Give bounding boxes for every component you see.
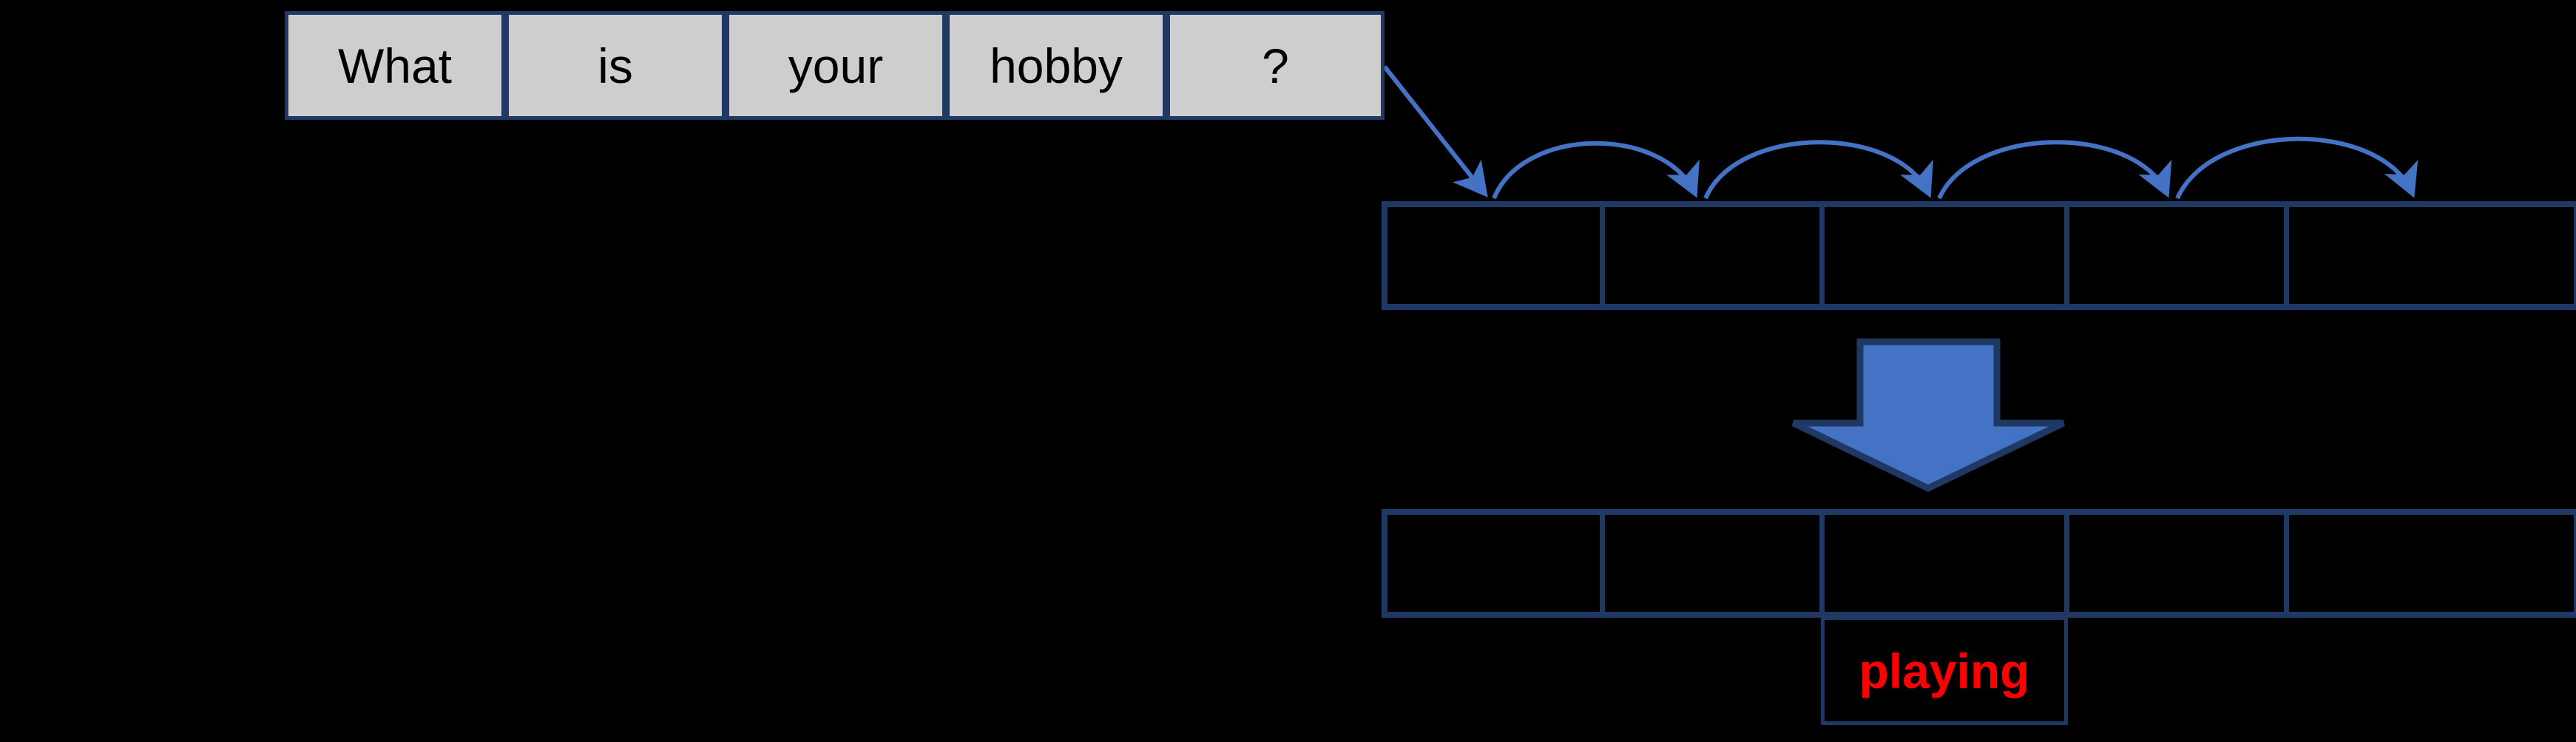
input-cell-1[interactable]: is	[505, 11, 726, 120]
down-arrow	[1792, 338, 2065, 492]
encoder-cell-0[interactable]	[1382, 201, 1603, 310]
output-token-label: playing	[1859, 643, 2030, 698]
decoder-cell-0[interactable]	[1382, 509, 1603, 618]
encoder-cell-2[interactable]	[1821, 201, 2068, 310]
input-cell-0[interactable]: What	[285, 11, 505, 120]
decoder-cell-2[interactable]	[1821, 509, 2068, 618]
decoder-cell-1[interactable]	[1601, 509, 1823, 618]
decoder-cell-3[interactable]	[2066, 509, 2288, 618]
input-cell-2[interactable]: your	[726, 11, 946, 120]
encoder-cell-3[interactable]	[2066, 201, 2288, 310]
input-token-2: your	[788, 38, 884, 93]
input-cell-4[interactable]: ?	[1166, 11, 1385, 120]
input-token-1: is	[598, 38, 633, 93]
encoder-cell-4[interactable]	[2285, 201, 2576, 310]
input-token-3: hobby	[990, 38, 1123, 93]
input-token-0: What	[337, 38, 453, 93]
output-cell-playing[interactable]: playing	[1821, 616, 2068, 725]
recurrent-arc-1	[1492, 141, 1700, 200]
feed-arrow	[1382, 65, 1488, 198]
input-token-4: ?	[1262, 38, 1289, 93]
decoder-cell-4[interactable]	[2285, 509, 2576, 618]
recurrent-arc-3	[1937, 140, 2172, 200]
recurrent-arc-2	[1703, 140, 1933, 200]
recurrent-arc-4	[2175, 136, 2418, 200]
input-cell-3[interactable]: hobby	[946, 11, 1166, 120]
encoder-cell-1[interactable]	[1601, 201, 1823, 310]
